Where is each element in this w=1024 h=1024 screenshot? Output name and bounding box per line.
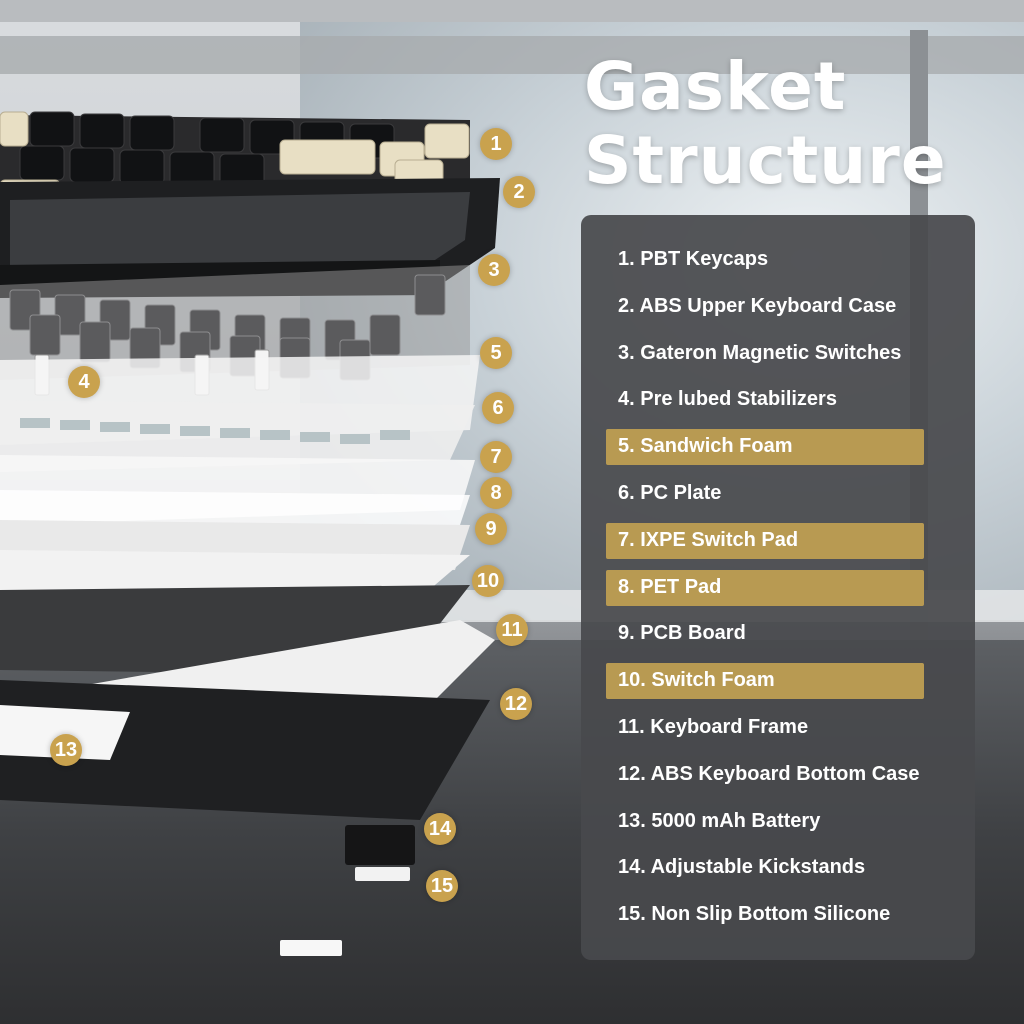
legend-item: 10. Switch Foam: [581, 659, 975, 706]
marker-11: 11: [496, 614, 528, 646]
kickstand: [345, 825, 415, 865]
legend-item-label: 10. Switch Foam: [618, 669, 775, 692]
legend-item: 7. IXPE Switch Pad: [581, 519, 975, 566]
legend-item-label: 7. IXPE Switch Pad: [618, 528, 799, 551]
marker-4: 4: [68, 366, 100, 398]
marker-6: 6: [482, 392, 514, 424]
legend-list: 1. PBT Keycaps 2. ABS Upper Keyboard Cas…: [581, 215, 975, 940]
marker-5: 5: [480, 337, 512, 369]
exploded-keyboard-illustration: [0, 111, 500, 956]
marker-3: 3: [478, 254, 510, 286]
legend-item: 14. Adjustable Kickstands: [581, 846, 975, 893]
legend-item-label: 2. ABS Upper Keyboard Case: [618, 294, 897, 317]
legend-item: 5. Sandwich Foam: [581, 425, 975, 472]
legend-item-label: 5. Sandwich Foam: [618, 435, 793, 458]
legend-item: 13. 5000 mAh Battery: [581, 800, 975, 847]
marker-2: 2: [503, 176, 535, 208]
highlight-bar: [606, 569, 924, 606]
marker-15: 15: [426, 870, 458, 902]
legend-item-label: 13. 5000 mAh Battery: [618, 809, 821, 832]
upper-case-layer: [0, 178, 500, 298]
highlight-bar: [606, 663, 924, 700]
highlight-bar: [606, 522, 924, 559]
legend-item: 6. PC Plate: [581, 472, 975, 519]
legend-item: 15. Non Slip Bottom Silicone: [581, 893, 975, 940]
highlight-bar: [606, 429, 924, 466]
legend-item: 9. PCB Board: [581, 612, 975, 659]
marker-9: 9: [475, 513, 507, 545]
background-beam: [0, 36, 1024, 74]
marker-13: 13: [50, 734, 82, 766]
marker-1: 1: [480, 128, 512, 160]
legend-panel: 1. PBT Keycaps 2. ABS Upper Keyboard Cas…: [581, 215, 975, 960]
title-line-2: Structure: [584, 122, 947, 199]
silicone-foot: [355, 867, 410, 881]
legend-item-label: 3. Gateron Magnetic Switches: [618, 341, 902, 364]
legend-item-label: 1. PBT Keycaps: [618, 248, 769, 270]
legend-item: 8. PET Pad: [581, 566, 975, 613]
legend-item-label: 9. PCB Board: [618, 622, 746, 645]
legend-item: 3. Gateron Magnetic Switches: [581, 332, 975, 379]
background-beam-top: [0, 0, 1024, 22]
pc-plate-layer: [0, 400, 475, 472]
title-line-1: Gasket: [584, 48, 847, 125]
silicone-pad-loose: [280, 940, 342, 956]
page-title: Gasket Structure: [584, 50, 947, 198]
legend-item: 1. PBT Keycaps: [581, 238, 975, 285]
legend-item: 12. ABS Keyboard Bottom Case: [581, 753, 975, 800]
legend-item: 2. ABS Upper Keyboard Case: [581, 285, 975, 332]
marker-7: 7: [480, 441, 512, 473]
marker-8: 8: [480, 477, 512, 509]
legend-item-label: 15. Non Slip Bottom Silicone: [618, 903, 891, 926]
legend-item-label: 8. PET Pad: [618, 575, 722, 598]
legend-item-label: 11. Keyboard Frame: [618, 715, 809, 738]
marker-12: 12: [500, 688, 532, 720]
marker-14: 14: [424, 813, 456, 845]
legend-item-label: 6. PC Plate: [618, 481, 722, 504]
legend-item-label: 14. Adjustable Kickstands: [618, 856, 866, 879]
marker-10: 10: [472, 565, 504, 597]
battery-layer: [0, 705, 130, 760]
legend-item: 4. Pre lubed Stabilizers: [581, 378, 975, 425]
legend-item: 11. Keyboard Frame: [581, 706, 975, 753]
legend-item-label: 12. ABS Keyboard Bottom Case: [618, 762, 920, 785]
legend-item-label: 4. Pre lubed Stabilizers: [618, 388, 837, 411]
